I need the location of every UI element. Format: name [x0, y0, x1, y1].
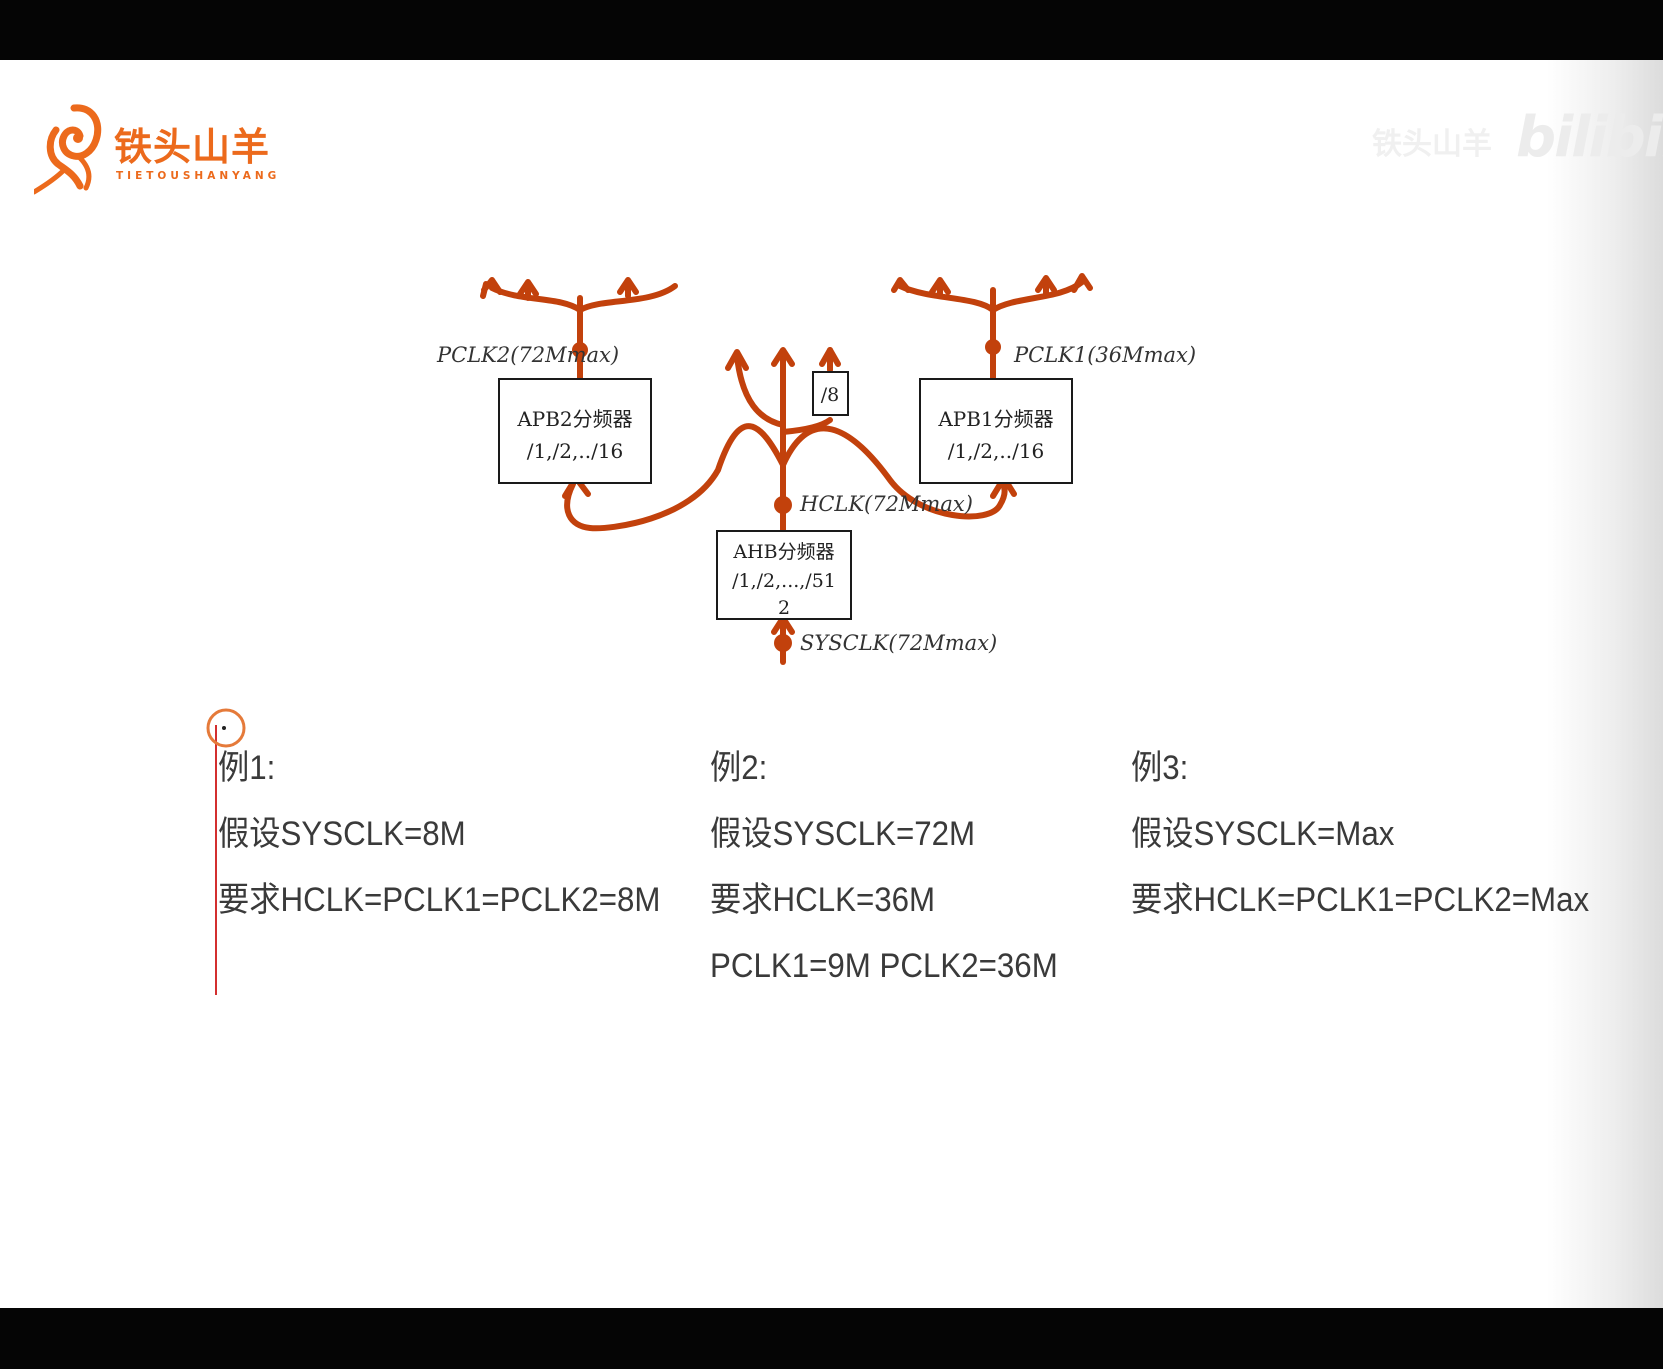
pen-cursor-dot: [222, 726, 226, 730]
pclk1-node: [985, 339, 1001, 355]
hclk-branch-left: [734, 353, 786, 428]
example-1-title: 例1:: [218, 749, 276, 787]
example-1-line-2: 要求HCLK=PCLK1=PCLK2=8M: [218, 881, 661, 919]
pclk2-arrows-icon: [480, 277, 639, 299]
hclk-label: HCLK(72Mmax): [799, 492, 973, 516]
sysclk-label: SYSCLK(72Mmax): [800, 631, 997, 655]
watermark-text: 铁头山羊: [1372, 127, 1492, 162]
apb1-range: /1,/2,../16: [948, 439, 1045, 463]
slide-canvas: [0, 60, 1663, 1308]
example-2: 例2: 假设SYSCLK=72M 要求HCLK=36M PCLK1=9M PCL…: [710, 735, 1088, 999]
goat-mascot-icon: [31, 104, 102, 195]
apb2-range: /1,/2,../16: [527, 439, 624, 463]
div8-box: [812, 371, 849, 416]
example-2-line-2: 要求HCLK=36M: [710, 881, 936, 919]
ahb-divider-box: [716, 530, 852, 620]
top-letterbox: [0, 0, 1663, 60]
example-2-line-1: 假设SYSCLK=72M: [710, 815, 976, 853]
example-1-line-1: 假设SYSCLK=8M: [218, 815, 466, 853]
hclk-node: [774, 496, 792, 514]
example-3-title: 例3:: [1131, 749, 1189, 787]
brand-title: 铁头山羊: [114, 125, 271, 169]
hclk-to-apb1-wire: [780, 425, 1008, 520]
apb1-title: APB1分频器: [937, 407, 1053, 431]
pclk2-label: PCLK2(72Mmax): [436, 343, 619, 367]
ahb-range: /1,/2,...,/51: [732, 570, 836, 592]
pclk1-arrows-icon: [891, 273, 1093, 295]
pclk2-branches: [489, 281, 678, 313]
example-1: 例1: 假设SYSCLK=8M 要求HCLK=PCLK1=PCLK2=8M: [218, 735, 699, 933]
bilibili-logo: bilibili: [1516, 105, 1663, 170]
example-3: 例3: 假设SYSCLK=Max 要求HCLK=PCLK1=PCLK2=Max: [1131, 735, 1629, 933]
pen-cursor-icon: [206, 708, 246, 748]
example-2-line-3: PCLK1=9M PCLK2=36M: [710, 947, 1058, 985]
example-2-title: 例2:: [710, 749, 768, 787]
apb1-divider-box: [919, 378, 1073, 484]
bottom-letterbox: [0, 1308, 1663, 1369]
pclk1-label: PCLK1(36Mmax): [1013, 343, 1196, 367]
brand-logo: 铁头山羊 TIETOUSHANYANG: [31, 100, 276, 198]
video-watermark: 铁头山羊 bilibili: [1372, 105, 1663, 175]
example-3-line-1: 假设SYSCLK=Max: [1131, 815, 1395, 853]
ahb-range-cont: 2: [778, 597, 790, 619]
div8-label: /8: [821, 384, 840, 406]
pclk2-node: [572, 342, 588, 358]
brand-subtitle: TIETOUSHANYANG: [116, 170, 281, 182]
example-3-line-2: 要求HCLK=PCLK1=PCLK2=Max: [1131, 881, 1590, 919]
ahb-title: AHB分频器: [732, 541, 834, 563]
apb2-title: APB2分频器: [516, 407, 632, 431]
pclk1-branches: [897, 279, 1085, 313]
hclk-to-apb2-wire: [564, 423, 786, 532]
apb2-divider-box: [498, 378, 652, 484]
sysclk-node: [774, 634, 792, 652]
